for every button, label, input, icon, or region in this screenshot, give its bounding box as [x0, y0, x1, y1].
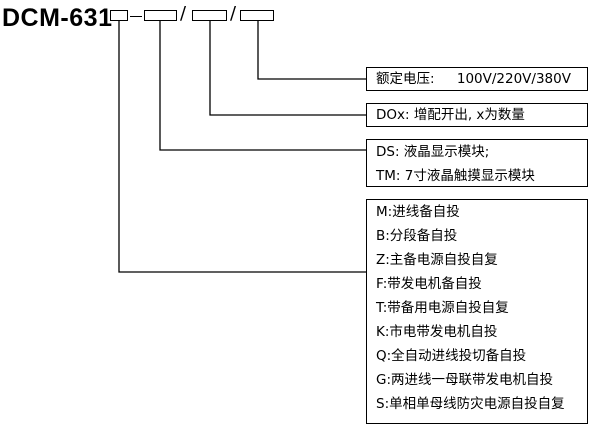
connector-function — [118, 21, 366, 273]
voltage-option-box: 额定电压: 100V/220V/380V — [366, 67, 588, 91]
function-option-t: T:带备用电源自投自复 — [376, 300, 509, 316]
slot-outputs — [192, 10, 227, 21]
function-option-k: K:市电带发电机自投 — [376, 324, 498, 340]
function-option-g: G:两进线一母联带发电机自投 — [376, 372, 554, 388]
display-option-ds: DS: 液晶显示模块; — [376, 144, 490, 160]
connector-voltage — [257, 21, 366, 80]
slot-function — [110, 10, 128, 21]
voltage-value: 100V/220V/380V — [456, 71, 571, 87]
separator-slash-1: / — [180, 3, 187, 24]
function-option-s: S:单相单母线防灾电源自投自复 — [376, 396, 565, 412]
separator-slash-2: / — [230, 3, 237, 24]
display-option-box: DS: 液晶显示模块; TM: 7寸液晶触摸显示模块 — [366, 139, 588, 187]
display-option-tm: TM: 7寸液晶触摸显示模块 — [376, 168, 535, 184]
model-prefix: DCM-631 — [2, 4, 113, 32]
connector-outputs — [209, 21, 366, 116]
function-option-f: F:带发电机备自投 — [376, 276, 482, 292]
function-option-b: B:分段备自投 — [376, 228, 458, 244]
voltage-label: 额定电压: — [376, 71, 435, 87]
slot-display — [144, 10, 177, 21]
outputs-text: DOx: 增配开出, x为数量 — [376, 107, 525, 123]
function-option-z: Z:主备电源自投自复 — [376, 252, 498, 268]
connector-display — [159, 21, 366, 151]
outputs-option-box: DOx: 增配开出, x为数量 — [366, 103, 588, 127]
function-option-q: Q:全自动进线投切备自投 — [376, 348, 527, 364]
separator-dash — [130, 16, 142, 19]
function-option-box: M:进线备自投 B:分段备自投 Z:主备电源自投自复 F:带发电机备自投 T:带… — [366, 199, 588, 424]
function-option-m: M:进线备自投 — [376, 204, 460, 220]
slot-voltage — [240, 10, 274, 21]
